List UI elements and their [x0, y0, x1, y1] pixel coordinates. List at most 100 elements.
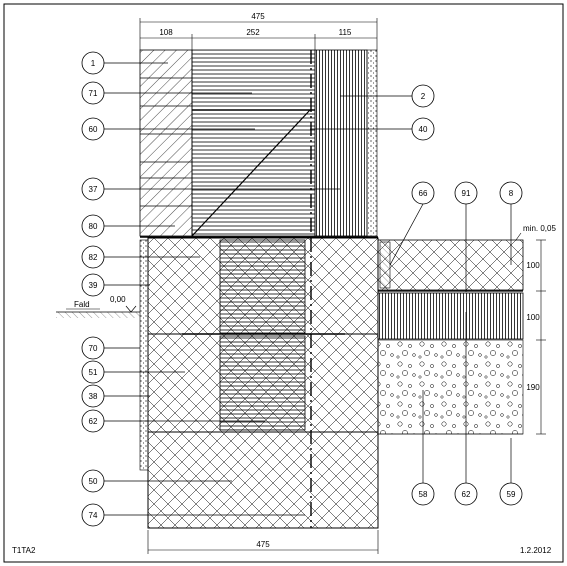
sloped-insulation-edge — [191, 109, 311, 237]
wall-insulation — [191, 49, 316, 237]
capillary-gravel — [377, 339, 524, 435]
callout-top-right-1: 91 — [454, 181, 478, 292]
dim-top-seg3: 115 — [339, 28, 352, 37]
dim-top-seg1: 108 — [159, 28, 173, 37]
callout-circle — [81, 214, 105, 238]
bottom-dimension-line — [147, 530, 379, 554]
dim-right-seg2: 100 — [526, 313, 540, 322]
dim-top-seg2: 252 — [246, 28, 260, 37]
callout-leader — [389, 203, 424, 266]
callout-circle — [81, 469, 105, 493]
callout-circle — [411, 482, 435, 506]
callout-left-3: 37 — [81, 177, 340, 201]
callout-right-0: 2 — [340, 84, 435, 108]
callout-left-11: 50 — [81, 469, 232, 493]
callout-right-1: 40 — [310, 117, 435, 141]
callout-number: 39 — [89, 281, 98, 290]
callout-number: 70 — [89, 344, 98, 353]
callout-number: 62 — [89, 417, 98, 426]
callout-left-8: 51 — [81, 360, 185, 384]
right-dimension-lines — [536, 239, 546, 435]
callout-number: 37 — [89, 185, 98, 194]
foundation-footing — [147, 431, 379, 529]
callout-circle — [411, 117, 435, 141]
callout-left-4: 80 — [81, 214, 175, 238]
callout-left-1: 71 — [81, 81, 252, 105]
callout-top-right-2: 8 — [499, 181, 523, 265]
callout-left-0: 1 — [81, 51, 168, 75]
foundation-insulation-lower — [219, 335, 306, 431]
callout-left-2: 60 — [81, 117, 255, 141]
callout-circle — [81, 177, 105, 201]
min-slope-leader — [515, 232, 522, 241]
callout-number: 51 — [89, 368, 98, 377]
drawing-date: 1.2.2012 — [520, 546, 552, 555]
callout-bottom-right-1: 62 — [454, 312, 478, 506]
callout-left-12: 74 — [81, 503, 305, 527]
callout-number: 80 — [89, 222, 98, 231]
ground-level-label: 0,00 — [110, 295, 126, 304]
callout-circle — [499, 482, 523, 506]
callout-number: 66 — [419, 189, 428, 198]
callout-number: 40 — [419, 125, 428, 134]
callout-circle — [81, 51, 105, 75]
callout-circle — [81, 117, 105, 141]
callouts-bottom-right: 58 62 59 — [411, 312, 523, 506]
callout-number: 58 — [419, 490, 428, 499]
plaster-layer — [366, 49, 378, 237]
callouts-top-right: 66 91 8 — [389, 181, 523, 292]
callout-left-9: 38 — [81, 384, 150, 408]
top-dimension-lines — [139, 18, 378, 50]
callout-circle — [81, 384, 105, 408]
callout-number: 62 — [462, 490, 471, 499]
drawing-code: T1TA2 — [12, 546, 36, 555]
callout-number: 91 — [462, 189, 471, 198]
callout-number: 60 — [89, 125, 98, 134]
brick-courses — [140, 77, 192, 207]
ground-line — [56, 305, 140, 318]
brick-facade — [139, 49, 193, 237]
callout-circle — [81, 409, 105, 433]
callout-circle — [454, 482, 478, 506]
callout-bottom-right-2: 59 — [499, 438, 523, 506]
dim-top-total: 475 — [251, 12, 265, 21]
floor-edge-strip — [379, 241, 391, 289]
callout-circle — [454, 181, 478, 205]
min-slope-label: min. 0,05 — [523, 224, 556, 233]
callout-left-10: 62 — [81, 409, 265, 433]
foundation-insulation-upper — [219, 239, 306, 334]
callout-number: 8 — [509, 189, 514, 198]
dim-right-seg1: 100 — [526, 261, 540, 270]
floor-insulation — [377, 292, 524, 340]
callout-number: 82 — [89, 253, 98, 262]
callout-left-7: 70 — [81, 336, 140, 360]
callout-number: 1 — [91, 59, 96, 68]
callout-circle — [81, 245, 105, 269]
inner-wall — [314, 49, 368, 237]
callouts-left: 1 71 60 37 80 82 39 70 51 38 62 50 74 — [81, 51, 340, 527]
callout-circle — [499, 181, 523, 205]
callout-bottom-right-0: 58 — [411, 390, 435, 506]
callout-circle — [81, 81, 105, 105]
callout-number: 2 — [421, 92, 426, 101]
callout-circle — [411, 181, 435, 205]
callout-left-6: 39 — [81, 273, 150, 297]
callout-left-5: 82 — [81, 245, 200, 269]
callout-number: 74 — [89, 511, 98, 520]
callout-circle — [81, 336, 105, 360]
dim-bottom-total: 475 — [256, 540, 270, 549]
drawing-border — [3, 3, 564, 563]
callout-circle — [411, 84, 435, 108]
dim-right-seg3: 190 — [526, 383, 540, 392]
callout-number: 71 — [89, 89, 98, 98]
callout-number: 38 — [89, 392, 98, 401]
callout-circle — [81, 503, 105, 527]
foundation-outer-render — [139, 239, 149, 471]
floor-slab — [377, 239, 524, 291]
callout-top-right-0: 66 — [389, 181, 435, 266]
callout-number: 59 — [507, 490, 516, 499]
callout-circle — [81, 273, 105, 297]
callouts-right: 2 40 — [310, 84, 435, 141]
ground-fall-label: Fald — [74, 300, 90, 309]
